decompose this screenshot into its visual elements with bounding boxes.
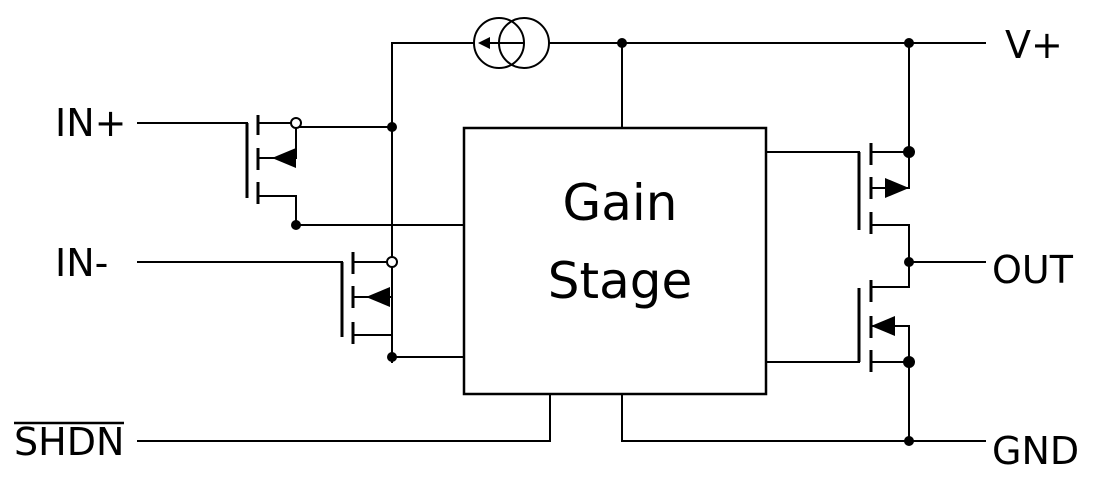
output-transistor-top-icon: [765, 143, 915, 263]
output-wiring: [904, 257, 986, 267]
label-v-plus: V+: [1005, 23, 1063, 67]
input-transistor-minus-icon: [137, 252, 465, 362]
gain-stage-label-line2: Stage: [548, 252, 692, 310]
ground-wiring: [621, 393, 986, 446]
gain-stage-block: [462, 126, 768, 396]
gain-stage-label-line1: Gain: [563, 174, 678, 232]
label-gnd: GND: [992, 429, 1079, 473]
label-shdn: SHDN: [14, 420, 124, 464]
current-source-icon: [473, 17, 550, 69]
label-in-minus: IN-: [55, 241, 108, 285]
shutdown-wiring: [137, 393, 551, 442]
input-transistor-plus-icon: [137, 115, 465, 230]
label-in-plus: IN+: [55, 101, 126, 145]
supply-rail: [391, 38, 986, 363]
label-out: OUT: [992, 248, 1074, 292]
output-transistor-bottom-icon: [765, 261, 915, 442]
